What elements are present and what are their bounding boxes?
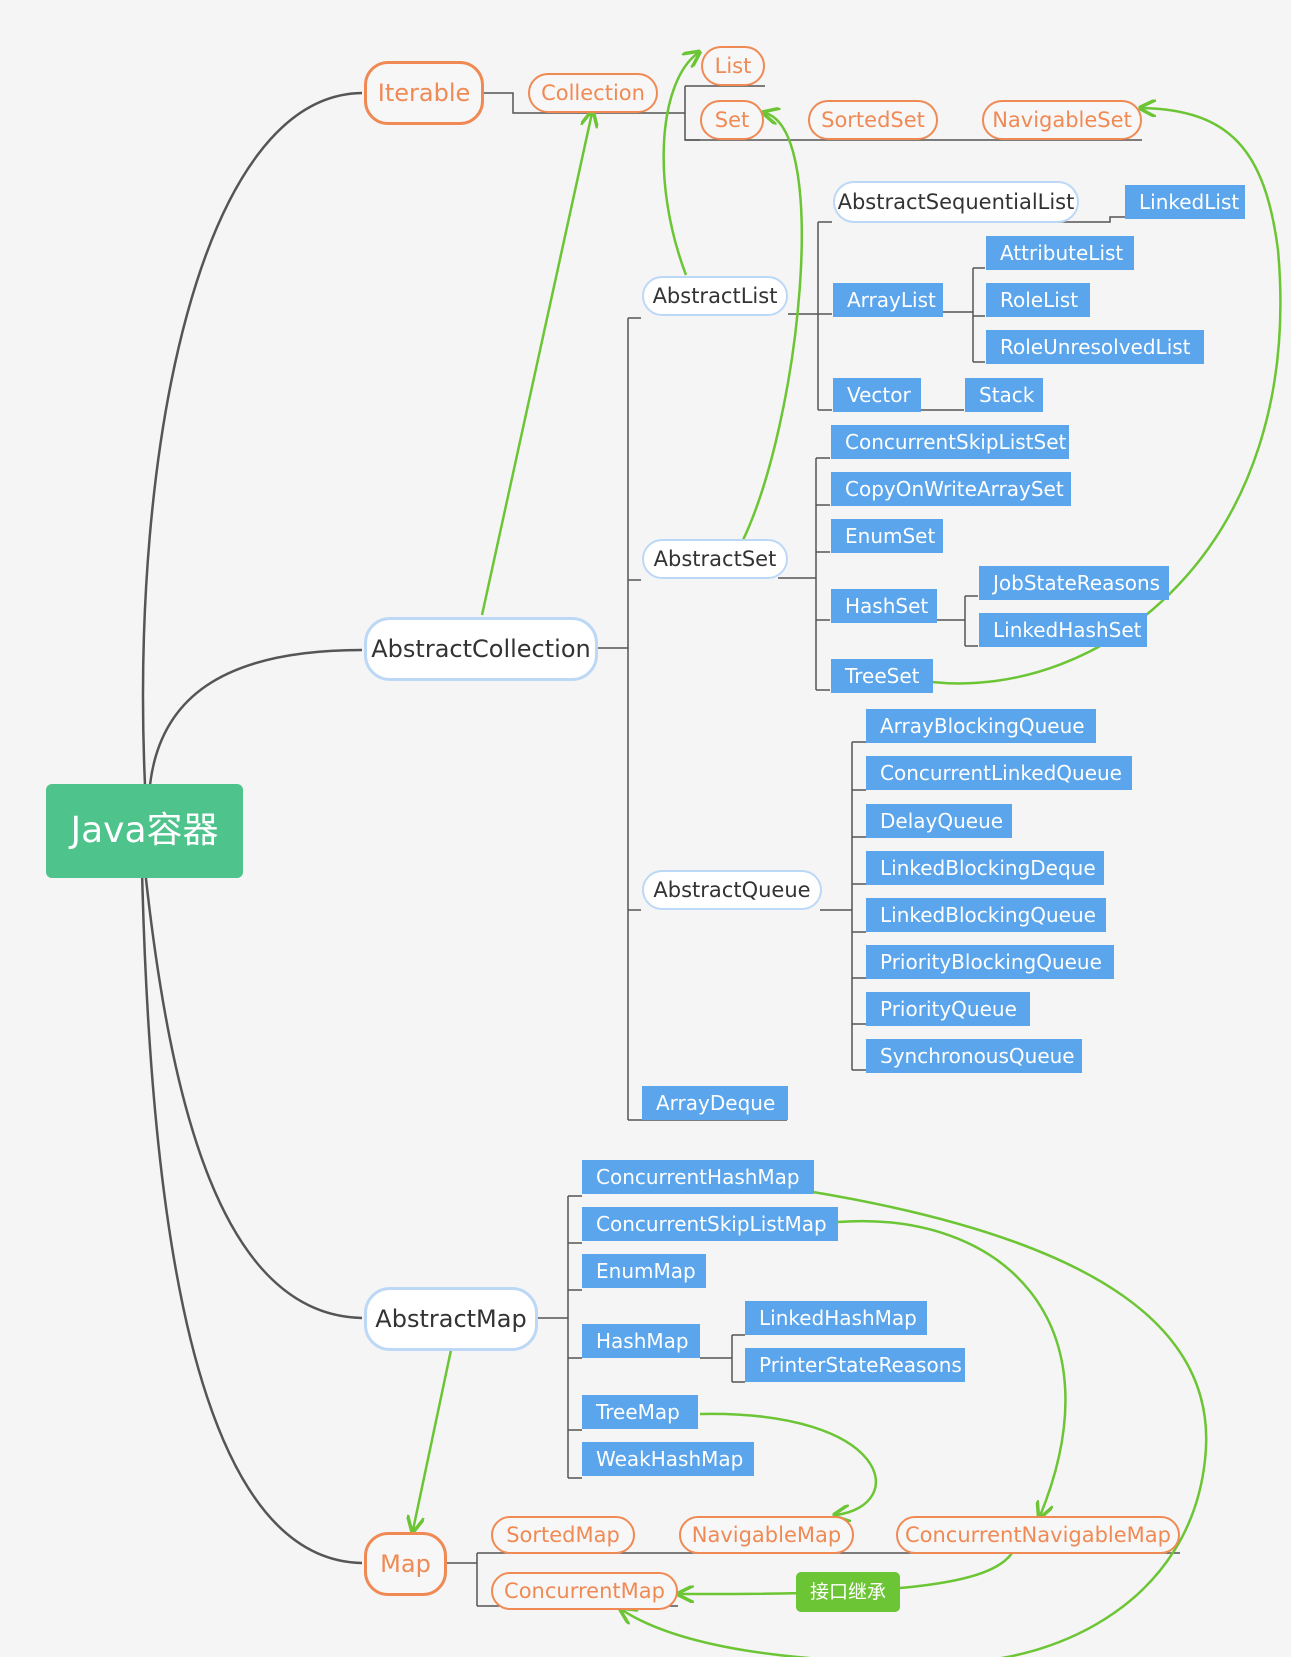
node-abstractqueue: AbstractQueue <box>642 870 822 910</box>
node-stack: Stack <box>965 378 1043 412</box>
arrow-concurrenthashmap-concurrentmap <box>622 1190 1208 1657</box>
arrow-treemap-navigablemap <box>699 1412 878 1515</box>
node-concurrentnavigablemap: ConcurrentNavigableMap <box>896 1516 1180 1554</box>
branch-root-abstractcollection <box>148 648 363 786</box>
node-sortedmap: SortedMap <box>491 1516 635 1554</box>
interface-inheritance-tag: 接口继承 <box>796 1572 900 1612</box>
node-list: List <box>701 46 765 86</box>
arrow-abstractlist-list <box>662 53 698 276</box>
arrow-abstractmap-map <box>413 1349 453 1530</box>
root-node: Java容器 <box>46 784 243 878</box>
node-iterable: Iterable <box>364 61 484 125</box>
node-abstractset: AbstractSet <box>642 539 788 579</box>
arrow-concurrentskiplistmap-concurrentnavigablemap <box>837 1219 1067 1516</box>
node-enummap: EnumMap <box>582 1254 706 1288</box>
arrow-concurrentnavigablemap-concurrentmap <box>680 1552 1014 1594</box>
node-abstractlist: AbstractList <box>642 276 788 316</box>
node-arrayblockingqueue: ArrayBlockingQueue <box>866 709 1096 743</box>
node-concurrentmap: ConcurrentMap <box>491 1572 678 1610</box>
node-delayqueue: DelayQueue <box>866 804 1012 838</box>
node-hashset: HashSet <box>831 589 937 623</box>
node-navigableset: NavigableSet <box>982 100 1142 140</box>
node-treemap: TreeMap <box>582 1395 698 1429</box>
node-concurrentlinkedqueue: ConcurrentLinkedQueue <box>866 756 1132 790</box>
branch-root-map <box>140 869 363 1565</box>
node-copyonwritearrayset: CopyOnWriteArraySet <box>831 472 1071 506</box>
node-sortedset: SortedSet <box>808 100 938 140</box>
node-weakhashmap: WeakHashMap <box>582 1442 754 1476</box>
node-attributelist: AttributeList <box>986 236 1134 270</box>
node-treeset: TreeSet <box>831 659 933 693</box>
node-collection: Collection <box>528 73 658 113</box>
node-roleunresolvedlist: RoleUnresolvedList <box>986 330 1204 364</box>
branch-root-iterable <box>141 91 363 786</box>
node-rolelist: RoleList <box>986 283 1090 317</box>
arrow-abstractcollection-collection <box>480 113 592 616</box>
node-linkedlist: LinkedList <box>1125 185 1245 219</box>
node-priorityqueue: PriorityQueue <box>866 992 1030 1026</box>
node-vector: Vector <box>833 378 921 412</box>
node-linkedblockingdeque: LinkedBlockingDeque <box>866 851 1104 885</box>
node-concurrentskiplistmap: ConcurrentSkipListMap <box>582 1207 838 1241</box>
node-concurrenthashmap: ConcurrentHashMap <box>582 1160 814 1194</box>
node-concurrentskiplistset: ConcurrentSkipListSet <box>831 425 1069 459</box>
node-set: Set <box>700 100 764 140</box>
node-linkedblockingqueue: LinkedBlockingQueue <box>866 898 1106 932</box>
node-navigablemap: NavigableMap <box>679 1516 854 1554</box>
node-linkedhashset: LinkedHashSet <box>979 613 1147 647</box>
node-priorityblockingqueue: PriorityBlockingQueue <box>866 945 1114 979</box>
root-branches <box>140 91 363 1565</box>
node-abstractmap: AbstractMap <box>364 1287 538 1351</box>
node-printerstatereasons: PrinterStateReasons <box>745 1348 965 1382</box>
node-jobstatereasons: JobStateReasons <box>979 566 1169 600</box>
arrow-abstractset-set <box>741 113 803 541</box>
node-arraylist: ArrayList <box>833 283 943 317</box>
node-linkedhashmap: LinkedHashMap <box>745 1301 927 1335</box>
arrow-treeset-navigableset <box>931 108 1282 685</box>
node-map: Map <box>364 1532 447 1596</box>
node-synchronousqueue: SynchronousQueue <box>866 1039 1082 1073</box>
node-abstractsequentiallist: AbstractSequentialList <box>833 181 1079 223</box>
node-hashmap: HashMap <box>582 1324 700 1358</box>
inheritance-arrows <box>413 53 1282 1657</box>
branch-root-abstractmap <box>143 869 363 1320</box>
node-enumset: EnumSet <box>831 519 943 553</box>
node-abstractcollection: AbstractCollection <box>364 617 598 681</box>
node-arraydeque: ArrayDeque <box>642 1086 788 1120</box>
